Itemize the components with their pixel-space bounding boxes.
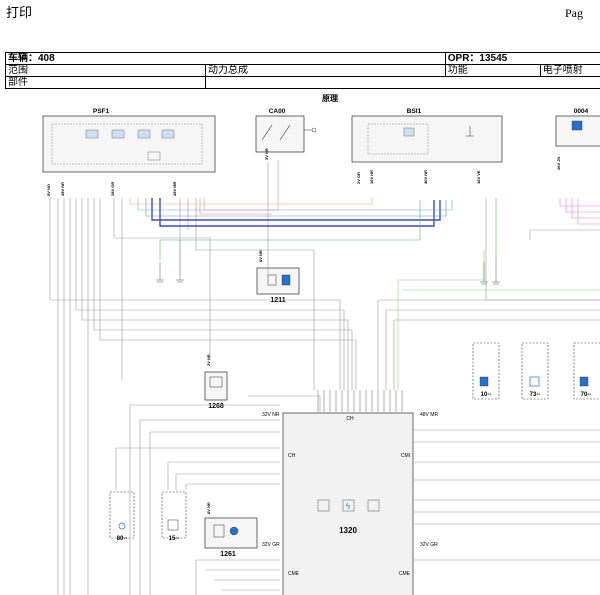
- ecu-1320-label: 1320: [339, 526, 357, 535]
- c0004-label: 0004: [574, 108, 589, 115]
- ecu-top-right: 48V MR: [420, 412, 438, 418]
- bsi1-conn-d: 16V VE: [476, 170, 481, 184]
- c10-label: 10--: [481, 392, 492, 398]
- bsi1-label: BSI1: [407, 108, 422, 115]
- c0004-component: 0004: [555, 108, 600, 147]
- ecu-1320-component: 1320 ϟ CH CH CMI CME CME 32V NR 48V MR 3…: [262, 412, 438, 595]
- c1268-component: 1268: [204, 371, 228, 410]
- ecu-cme-left: CME: [288, 571, 300, 577]
- psf1-conn-d: 28V MR: [172, 181, 177, 196]
- ca00-label: CA00: [269, 108, 286, 115]
- psf1-conn-a: 5V NO: [46, 184, 51, 196]
- ecu-ch-left: CH: [288, 453, 296, 459]
- c70-component: 70--: [573, 342, 600, 400]
- c73-label: 73--: [530, 392, 541, 398]
- print-label: 打印: [6, 5, 33, 20]
- ecu-cme-right: CME: [399, 571, 411, 577]
- bsi1-conn-c: 40V NR: [423, 170, 428, 184]
- c73-component: 73--: [521, 342, 549, 400]
- c1261-label: 1261: [220, 551, 236, 558]
- c70-label: 70--: [581, 392, 592, 398]
- c1261-component: 1261: [204, 517, 258, 558]
- ground-symbols: [156, 240, 500, 285]
- psf1-component: PSF1: [42, 108, 216, 173]
- ecu-cmi: CMI: [401, 453, 410, 459]
- ecu-mid-right: 32V GR: [420, 542, 438, 548]
- c15-label: 15--: [169, 536, 180, 542]
- psf1-conn-c: 28V GR: [110, 182, 115, 196]
- c80-component: 80--: [109, 491, 135, 542]
- page-label: Pag: [565, 6, 583, 20]
- c1211-conn: 6V NR: [258, 250, 263, 262]
- psf1-label: PSF1: [93, 108, 110, 115]
- c0004-conn: 26V JN: [556, 157, 561, 170]
- bsi1-conn-a: 2V GR: [356, 172, 361, 184]
- ecu-top-left: 32V NR: [262, 412, 280, 418]
- part-value: [205, 76, 600, 89]
- c1268-label: 1268: [208, 403, 224, 410]
- diagram-title: 原理: [322, 94, 338, 103]
- c15-component: 15--: [161, 491, 187, 542]
- svg-text:ϟ: ϟ: [346, 502, 351, 511]
- bsi1-conn-b: 16V NR: [369, 170, 374, 184]
- c1268-conn: 2V NR: [206, 354, 211, 366]
- c10-component: 10--: [472, 342, 500, 400]
- c80-label: 80--: [117, 536, 128, 542]
- connector-labels: 5V NO 28V NR 28V GR 28V MR 3V NR 2V GR 1…: [46, 148, 561, 514]
- c1261-conn: 6V NR: [206, 502, 211, 514]
- ca00-conn: 3V NR: [264, 148, 269, 160]
- bsi1-component: BSI1: [351, 108, 503, 163]
- wires: [49, 160, 600, 595]
- psf1-conn-b: 28V NR: [60, 182, 65, 196]
- ca00-component: CA00: [255, 108, 317, 153]
- ecu-mid-left: 32V GR: [262, 542, 280, 548]
- ecu-ch-top: CH: [346, 416, 354, 422]
- c1211-component: 1211: [256, 267, 300, 304]
- info-table: 车辆：408 OPR：13545 范围 动力总成 功能 电子喷射 部件: [5, 52, 600, 89]
- c1211-label: 1211: [270, 297, 285, 304]
